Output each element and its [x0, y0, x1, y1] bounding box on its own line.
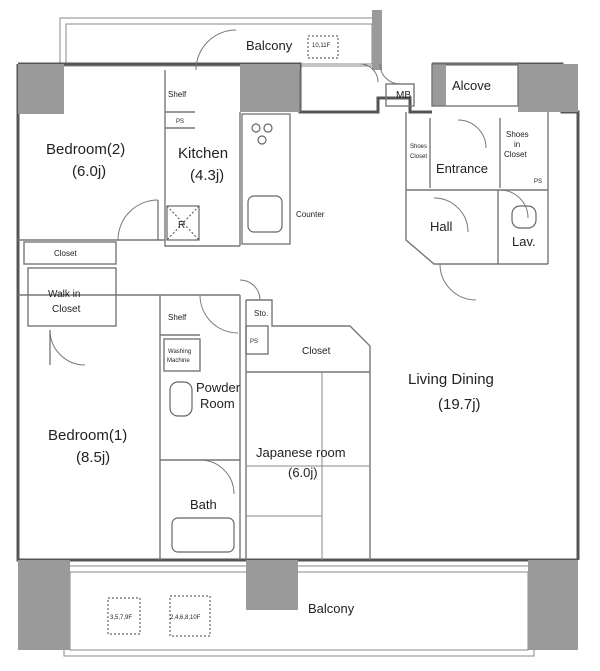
mb-label: MB [396, 90, 411, 101]
washing-machine-1: Washing [168, 349, 191, 355]
walk-in-closet-1: Walk in [48, 289, 80, 300]
bedroom2-name: Bedroom(2) [46, 141, 125, 158]
refrigerator-label: R [178, 220, 185, 231]
shoes-in-closet-1: Shoes [506, 130, 529, 139]
interior-walls [18, 63, 549, 560]
living-dining-name: Living Dining [408, 371, 494, 388]
sto-label: Sto. [254, 309, 268, 318]
shelf-bath-label: Shelf [168, 313, 187, 322]
closet-japanese-label: Closet [302, 346, 331, 357]
shoes-closet-left-1: Shoes [410, 144, 427, 150]
ps-middle-label: PS [250, 339, 258, 345]
structural-pillars [18, 10, 578, 650]
closet-bed2-label: Closet [54, 249, 77, 258]
powder-room-1: Powder [196, 380, 241, 395]
balcony-bottom-label: Balcony [308, 601, 355, 616]
counter-label: Counter [296, 210, 325, 219]
balcony-code-box-left [107, 597, 141, 635]
alcove-label: Alcove [452, 78, 491, 93]
balcony-code-box-right [169, 595, 211, 637]
balcony-top-label: Balcony [246, 38, 293, 53]
doors [49, 29, 529, 495]
kitchen-size: (4.3j) [190, 167, 224, 184]
stove-icon [251, 123, 273, 145]
hall-label: Hall [430, 219, 453, 234]
japanese-room-size: (6.0j) [288, 465, 318, 480]
ps-entrance-label: PS [534, 179, 542, 185]
ps-kitchen-label: PS [176, 119, 184, 125]
balcony-bottom-code-left: 3,5,7,9F [110, 615, 132, 621]
bath-label: Bath [190, 497, 217, 512]
balcony-bottom-code-right: 2,4,6,8,10F [170, 615, 201, 621]
kitchen-sink-icon [247, 195, 283, 233]
living-dining-size: (19.7j) [438, 396, 481, 413]
kitchen-name: Kitchen [178, 145, 228, 162]
japanese-room-name: Japanese room [256, 445, 346, 460]
refrigerator-icon [166, 205, 200, 241]
bedroom1-size: (8.5j) [76, 449, 110, 466]
bedroom1-name: Bedroom(1) [48, 427, 127, 444]
entrance-label: Entrance [436, 161, 488, 176]
powder-room-2: Room [200, 396, 235, 411]
balcony-top-code: 10,11F [312, 43, 331, 49]
walk-in-closet-2: Closet [52, 304, 81, 315]
lav-label: Lav. [512, 234, 536, 249]
shelf-kitchen-label: Shelf [168, 90, 187, 99]
washing-machine-2: Machine [167, 358, 190, 364]
shoes-in-closet-3: Closet [504, 150, 527, 159]
shoes-in-closet-2: in [514, 140, 520, 149]
shoes-closet-left-2: Closet [410, 154, 427, 160]
bedroom2-size: (6.0j) [72, 163, 106, 180]
exterior-walls [16, 62, 580, 562]
balcony-code-box-top [307, 35, 339, 59]
